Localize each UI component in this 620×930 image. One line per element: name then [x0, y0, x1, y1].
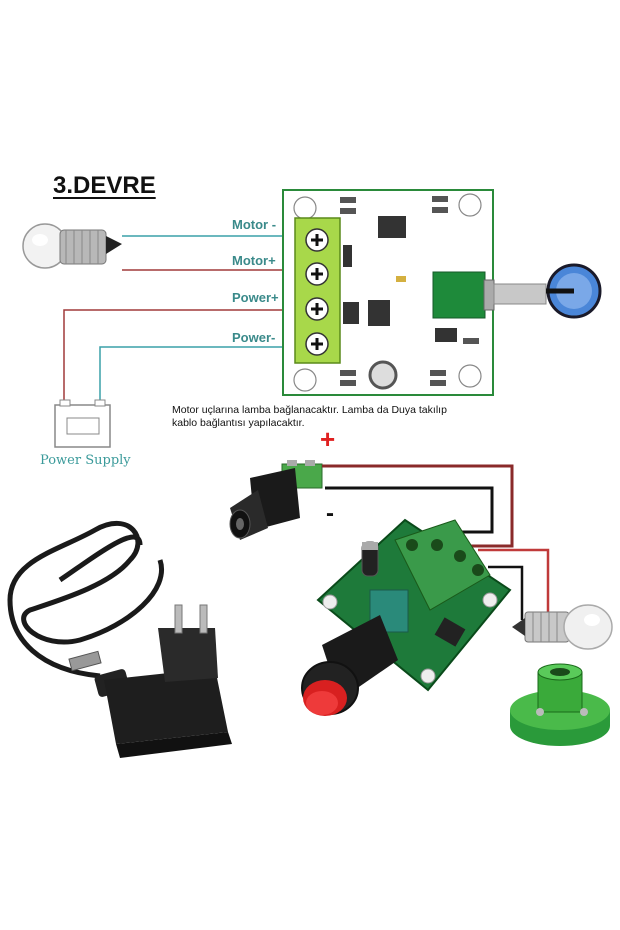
- wire-power-plus: [63, 309, 300, 405]
- pwm-board-top: [282, 189, 547, 396]
- potentiometer-knob-icon: [546, 263, 602, 319]
- label-motor-plus: Motor+: [232, 253, 276, 268]
- caption-line-2: kablo bağlantısı yapılacaktır.: [172, 417, 305, 429]
- dc-jack-adapter-icon: [229, 460, 323, 540]
- wire-power-minus: [99, 346, 300, 405]
- page-title: 3.DEVRE: [53, 172, 156, 199]
- pwm-board-photo: [316, 518, 512, 692]
- label-power-minus: Power-: [232, 330, 276, 345]
- wire-red-lamp: [478, 548, 550, 612]
- lamp-socket-icon: [510, 663, 610, 746]
- speed-knob-icon: [301, 615, 398, 716]
- lamp-bulb-photo-icon: [512, 604, 613, 650]
- minus-sign: -: [326, 500, 334, 527]
- label-motor-minus: Motor -: [232, 217, 277, 232]
- plus-sign: +: [320, 424, 336, 454]
- wire-red-jack: [322, 464, 514, 548]
- wire-black-jack: [325, 486, 494, 534]
- instruction-caption: Motor uçlarına lamba bağlanacaktır. Lamb…: [172, 404, 512, 430]
- power-supply-icon: [54, 399, 111, 448]
- power-supply-label: Power Supply: [40, 453, 131, 468]
- wire-black-lamp: [488, 565, 524, 620]
- label-power-plus: Power+: [232, 290, 279, 305]
- caption-line-1: Motor uçlarına lamba bağlanacaktır. Lamb…: [172, 404, 447, 416]
- lamp-bulb-icon: [22, 223, 122, 269]
- power-adapter-icon: [7, 521, 232, 758]
